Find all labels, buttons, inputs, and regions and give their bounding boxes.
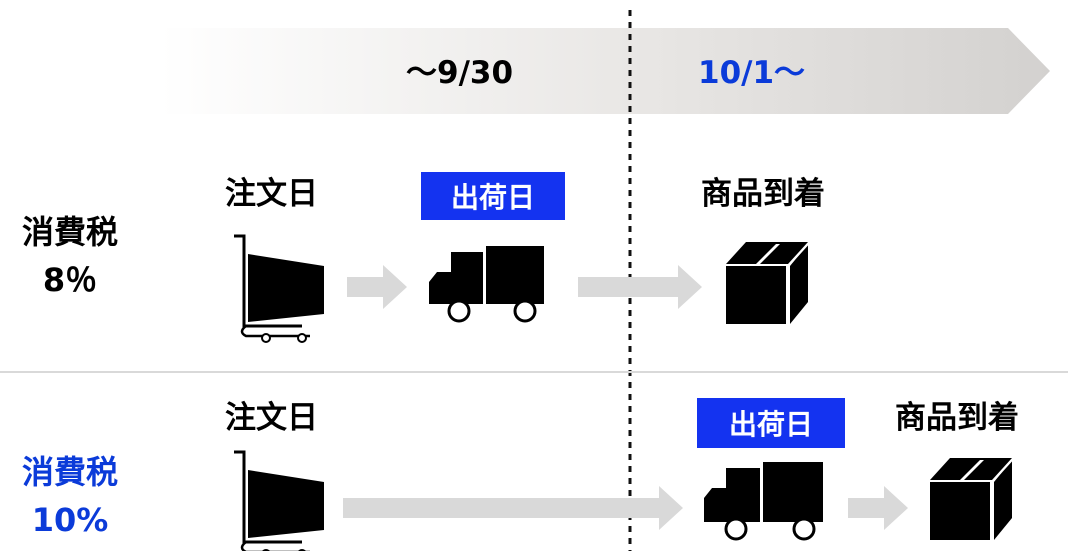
truck-icon xyxy=(429,246,544,323)
tax-label-text: 消費税 xyxy=(21,213,118,251)
order-date-label: 注文日 xyxy=(225,400,318,436)
order-date-label: 注文日 xyxy=(225,176,318,212)
tax-label-10: 消費税 10% xyxy=(10,448,130,544)
truck-icon xyxy=(704,462,823,541)
ship-date-label: 出荷日 xyxy=(728,408,813,441)
arrival-label: 商品到着 xyxy=(895,400,1019,436)
row-divider xyxy=(0,371,1068,373)
ship-date-label: 出荷日 xyxy=(450,181,535,214)
tax-rate-text: 10% xyxy=(31,501,109,539)
arrow-right-icon xyxy=(343,486,683,530)
ship-date-badge: 出荷日 xyxy=(421,172,565,220)
arrow-right-icon xyxy=(347,265,407,309)
timeline-before-label: ～9/30 xyxy=(406,55,514,91)
shopping-cart-icon xyxy=(234,234,324,343)
arrow-right-icon xyxy=(578,265,702,309)
arrow-right-icon xyxy=(848,486,908,530)
timeline-arrow xyxy=(160,28,1050,114)
shopping-cart-icon xyxy=(234,450,324,551)
ship-date-badge: 出荷日 xyxy=(697,398,845,448)
package-box-icon xyxy=(726,242,809,324)
arrival-label: 商品到着 xyxy=(701,176,825,212)
package-box-icon xyxy=(930,458,1013,540)
tax-label-text: 消費税 xyxy=(21,453,118,491)
tax-label-8: 消費税 8％ xyxy=(10,208,130,304)
timeline-after-label: 10/1～ xyxy=(698,55,806,91)
tax-rate-text: 8％ xyxy=(42,261,98,299)
